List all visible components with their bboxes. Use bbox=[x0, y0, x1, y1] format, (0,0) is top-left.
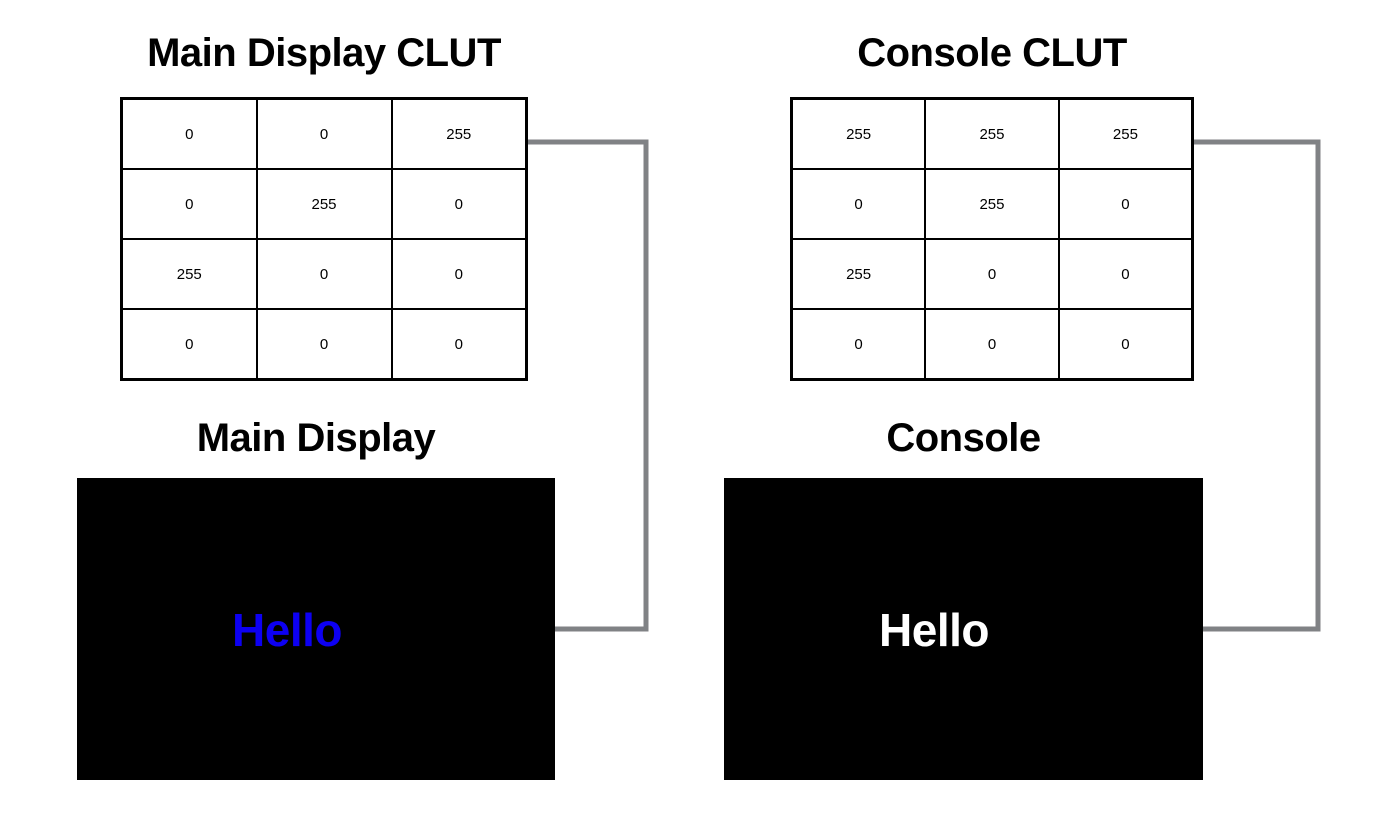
clut-cell: 0 bbox=[1057, 168, 1194, 240]
clut-cell: 0 bbox=[924, 308, 1060, 381]
table-row: 255 255 255 bbox=[790, 97, 1194, 170]
clut-cell: 0 bbox=[1057, 308, 1194, 381]
main-display-screen-text: Hello bbox=[232, 604, 342, 656]
clut-cell: 0 bbox=[120, 168, 258, 240]
clut-cell: 0 bbox=[390, 308, 528, 381]
clut-cell: 0 bbox=[255, 308, 393, 381]
table-row: 0 0 0 bbox=[790, 308, 1194, 381]
clut-cell: 255 bbox=[120, 238, 258, 310]
clut-cell: 0 bbox=[255, 238, 393, 310]
main-display-screen: Hello bbox=[77, 478, 555, 780]
clut-cell: 255 bbox=[1057, 97, 1194, 170]
main-clut-table: 0 0 255 0 255 0 255 0 0 0 0 0 bbox=[120, 97, 528, 381]
clut-cell: 255 bbox=[924, 97, 1060, 170]
clut-cell: 255 bbox=[790, 97, 927, 170]
clut-cell: 0 bbox=[1057, 238, 1194, 310]
main-display-title: Main Display bbox=[196, 416, 436, 460]
clut-cell: 0 bbox=[255, 97, 393, 170]
clut-cell: 0 bbox=[790, 308, 927, 381]
table-row: 0 0 255 bbox=[120, 97, 528, 170]
clut-cell: 0 bbox=[120, 308, 258, 381]
clut-cell: 255 bbox=[255, 168, 393, 240]
console-clut-title: Console CLUT bbox=[857, 31, 1127, 75]
clut-cell: 0 bbox=[390, 238, 528, 310]
console-display-screen: Hello bbox=[724, 478, 1203, 780]
clut-cell: 0 bbox=[390, 168, 528, 240]
main-clut-title: Main Display CLUT bbox=[147, 31, 501, 75]
clut-cell: 255 bbox=[924, 168, 1060, 240]
clut-cell: 255 bbox=[390, 97, 528, 170]
clut-cell: 0 bbox=[120, 97, 258, 170]
table-row: 255 0 0 bbox=[120, 238, 528, 310]
table-row: 0 0 0 bbox=[120, 308, 528, 381]
console-clut-table: 255 255 255 0 255 0 255 0 0 0 0 0 bbox=[790, 97, 1194, 381]
table-row: 0 255 0 bbox=[790, 168, 1194, 240]
clut-cell: 255 bbox=[790, 238, 927, 310]
table-row: 0 255 0 bbox=[120, 168, 528, 240]
clut-cell: 0 bbox=[924, 238, 1060, 310]
console-display-screen-text: Hello bbox=[879, 604, 989, 656]
console-display-title: Console bbox=[886, 416, 1041, 460]
table-row: 255 0 0 bbox=[790, 238, 1194, 310]
clut-cell: 0 bbox=[790, 168, 927, 240]
